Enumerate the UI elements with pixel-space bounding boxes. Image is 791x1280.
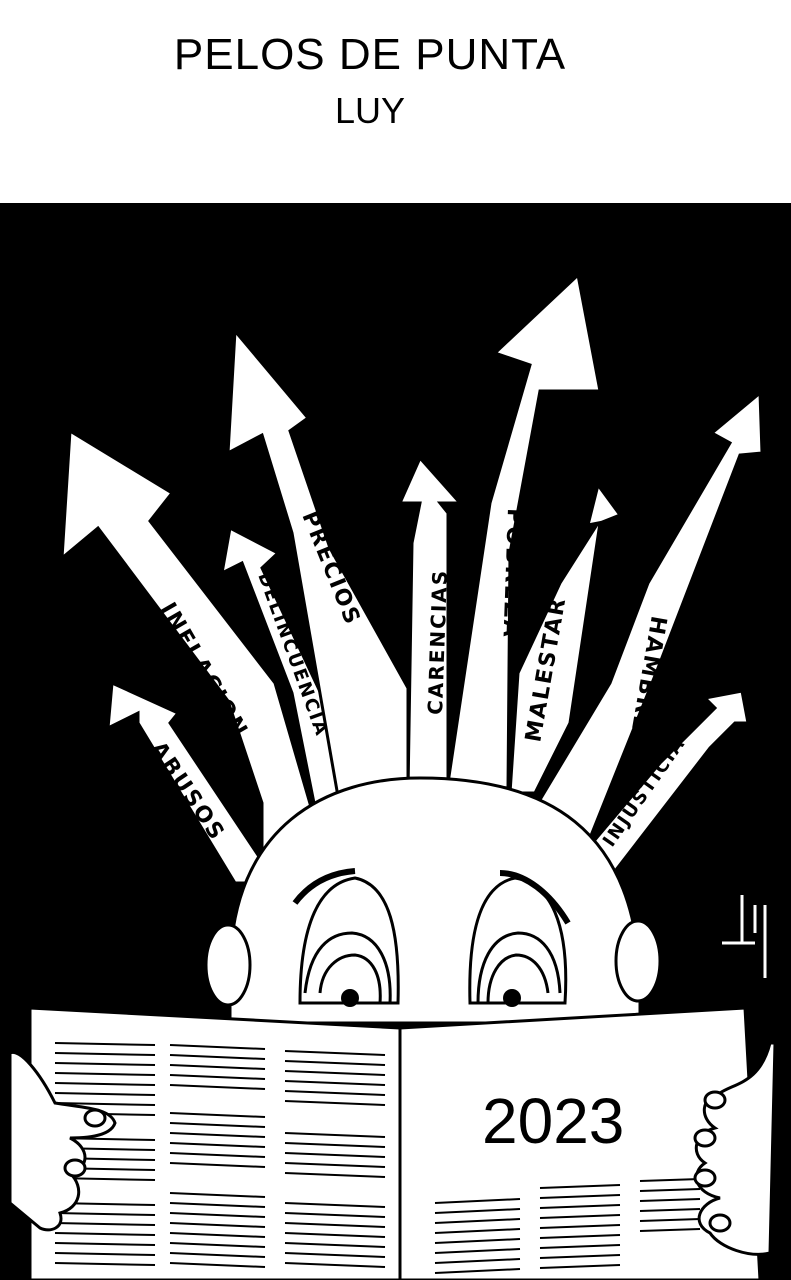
cartoon-svg: ABUSOS INFLACION DELINCUENCIA PRECIOS CA… [0, 203, 791, 1280]
left-eye [292, 868, 400, 1007]
right-eye [468, 870, 571, 1007]
newspaper-right-columns [434, 1178, 701, 1274]
newspaper-left-column-2 [169, 1044, 266, 1268]
arrow-malestar [508, 481, 623, 795]
cartoon-illustration: ABUSOS INFLACION DELINCUENCIA PRECIOS CA… [0, 203, 791, 1280]
cartoon-author: LUY [334, 90, 406, 131]
left-hand [8, 1050, 117, 1232]
right-hand [693, 1041, 777, 1256]
arrow-label-carencias: CARENCIAS [423, 568, 452, 715]
arrow-abusos [106, 680, 272, 885]
newspaper: 2023 [28, 1006, 762, 1280]
right-ear [614, 919, 662, 1003]
header: PELOS DE PUNTA LUY [0, 0, 791, 203]
left-ear [204, 923, 252, 1007]
arrow-inflacion [60, 428, 322, 897]
character-head [204, 776, 662, 1025]
newspaper-year: 2023 [482, 1085, 624, 1157]
arrow-injusticia [586, 689, 750, 878]
cartoon-title: PELOS DE PUNTA [173, 30, 567, 79]
artist-signature-icon [722, 895, 767, 978]
arrow-carencias [397, 455, 464, 793]
newspaper-left-column-3 [284, 1050, 386, 1268]
arrow-label-pobreza: POBREZA [497, 508, 527, 639]
arrow-hambre [536, 389, 764, 846]
arrow-pobreza [446, 272, 602, 790]
